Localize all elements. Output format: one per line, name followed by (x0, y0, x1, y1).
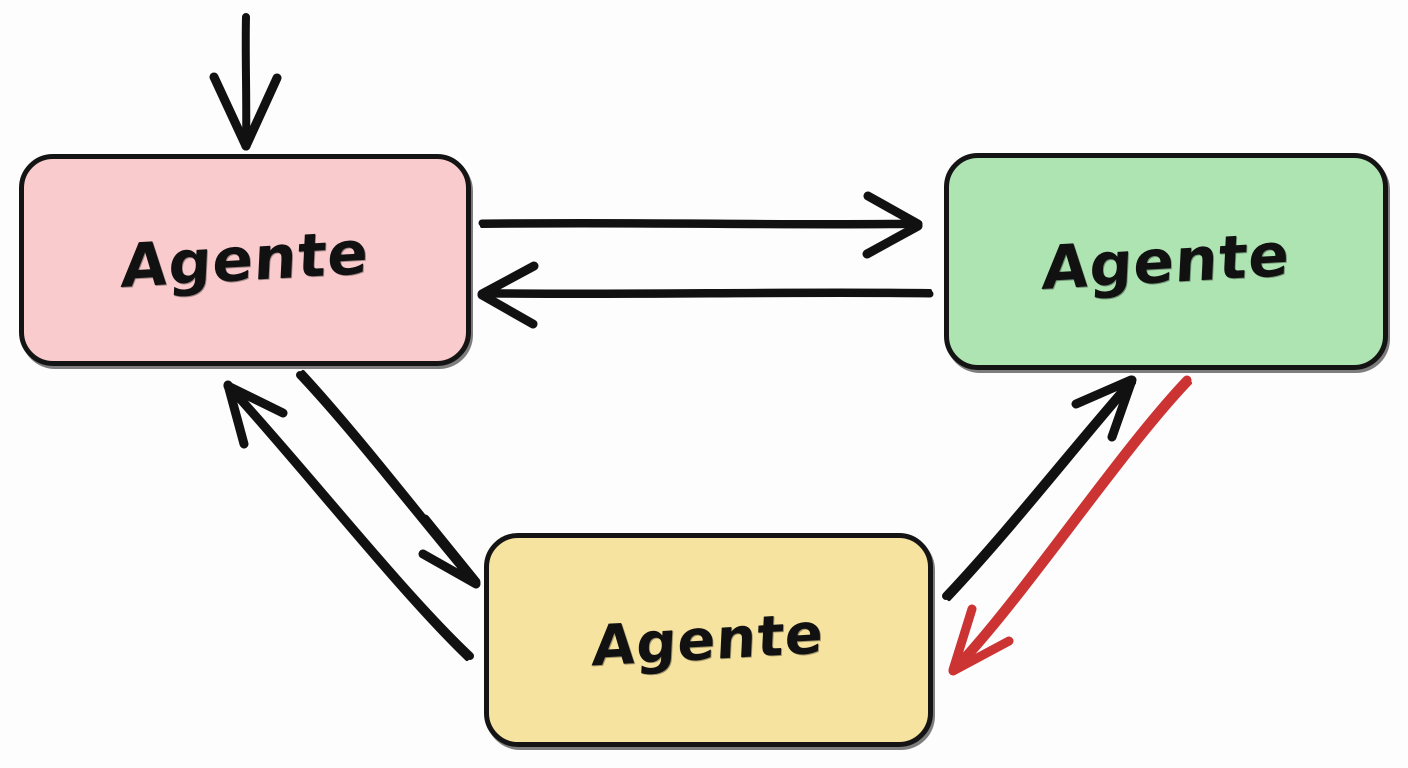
node-agent-green[interactable]: Agente (944, 153, 1388, 370)
node-label-green: Agente (1040, 219, 1292, 304)
arrow-green-to-yellow (948, 375, 1192, 676)
arrow-green-to-pink (477, 261, 934, 329)
node-agent-yellow[interactable]: Agente (484, 533, 933, 747)
node-label-pink: Agente (119, 217, 371, 303)
node-agent-pink[interactable]: Agente (19, 154, 471, 366)
arrow-yellow-to-green (942, 375, 1137, 601)
arrow-input-to-pink (209, 13, 282, 151)
arrow-pink-to-green (478, 191, 923, 259)
arrow-pink-to-yellow (296, 370, 481, 589)
node-label-yellow: Agente (591, 600, 826, 680)
arrow-yellow-to-pink (223, 380, 474, 661)
